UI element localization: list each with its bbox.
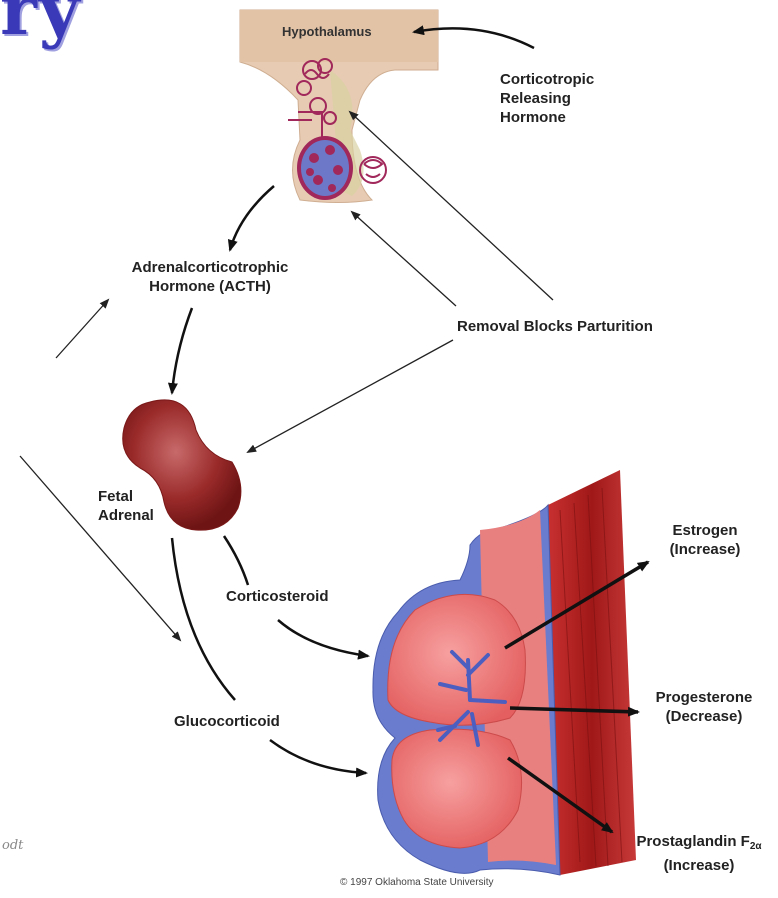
fetal-adrenal-label-line-1: Fetal bbox=[98, 487, 154, 506]
corticosteroid-to-placenta-arrow bbox=[278, 620, 368, 656]
copyright-notice: © 1997 Oklahoma State University bbox=[340, 877, 494, 888]
removal-to-pituitary-arrow bbox=[352, 212, 456, 306]
progesterone-label-line-2: (Decrease) bbox=[640, 707, 768, 726]
removal-blocks-parturition-label: Removal Blocks Parturition bbox=[457, 317, 653, 336]
acth-label-line-1: Adrenalcorticotrophic bbox=[110, 258, 310, 277]
crh-label-line-2: Releasing bbox=[500, 89, 594, 108]
adrenal-to-corticosteroid-line bbox=[224, 536, 248, 585]
pituitary-to-acth-arrow bbox=[230, 186, 274, 250]
glucocorticoid-label: Glucocorticoid bbox=[174, 712, 280, 731]
removal-to-hypothalamus-arrow bbox=[350, 112, 553, 300]
left-to-acth-arrow bbox=[56, 300, 108, 358]
glucocorticoid-to-placenta-arrow bbox=[270, 740, 366, 773]
prostaglandin-label-line-1: Prostaglandin F2α bbox=[620, 832, 778, 856]
acth-to-adrenal-arrow bbox=[172, 308, 192, 393]
acth-label: Adrenalcorticotrophic Hormone (ACTH) bbox=[110, 258, 310, 296]
fetal-adrenal-label: Fetal Adrenal bbox=[98, 487, 154, 525]
removal-to-adrenal-arrow bbox=[248, 340, 453, 452]
estrogen-label-line-1: Estrogen bbox=[650, 521, 760, 540]
acth-label-line-2: Hormone (ACTH) bbox=[110, 277, 310, 296]
crh-label-line-1: Corticotropic bbox=[500, 70, 594, 89]
prostaglandin-subscript: 2α bbox=[750, 841, 762, 852]
prostaglandin-label: Prostaglandin F2α (Increase) bbox=[620, 832, 778, 875]
prostaglandin-label-line-2: (Increase) bbox=[620, 856, 778, 875]
adrenal-to-glucocorticoid-line bbox=[172, 538, 235, 700]
artist-signature: odt bbox=[2, 838, 23, 853]
progesterone-label-line-1: Progesterone bbox=[640, 688, 768, 707]
prostaglandin-name: Prostaglandin F bbox=[636, 833, 749, 850]
estrogen-label: Estrogen (Increase) bbox=[650, 521, 760, 559]
corticosteroid-label: Corticosteroid bbox=[226, 587, 329, 606]
uterus-placenta-illustration bbox=[373, 470, 636, 875]
crh-label: Corticotropic Releasing Hormone bbox=[500, 70, 594, 127]
progesterone-label: Progesterone (Decrease) bbox=[640, 688, 768, 726]
estrogen-label-line-2: (Increase) bbox=[650, 540, 760, 559]
crh-label-line-3: Hormone bbox=[500, 108, 594, 127]
left-to-glucocorticoid-arrow bbox=[20, 456, 180, 640]
hypothalamus-label: Hypothalamus bbox=[282, 24, 372, 39]
fetal-adrenal-label-line-2: Adrenal bbox=[98, 506, 154, 525]
